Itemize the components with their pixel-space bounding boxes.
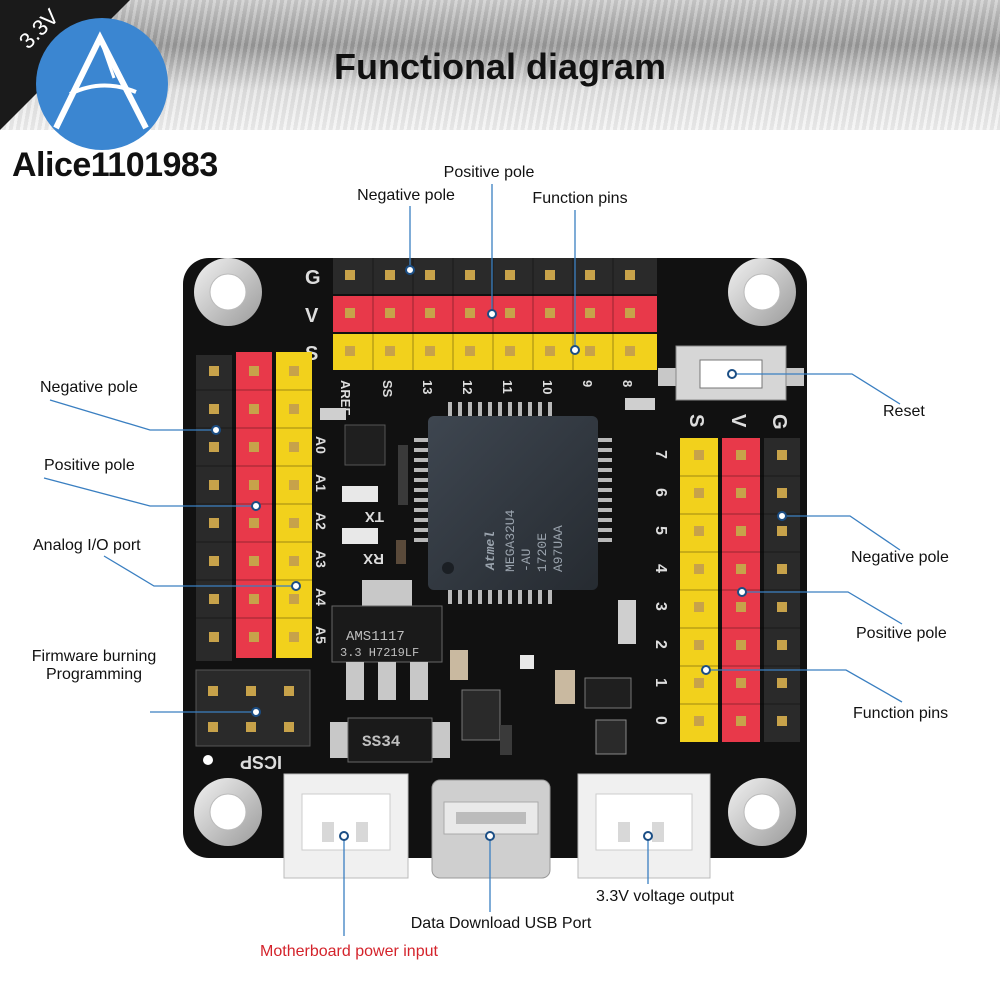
label-bottom-33v: 3.3V voltage output — [596, 888, 734, 905]
label-left-firmware-1: Firmware burning — [31, 648, 157, 665]
right-pin-label: 5 — [652, 526, 669, 535]
top-row-label-v: V — [305, 305, 319, 327]
mounting-holes — [194, 258, 796, 846]
icsp-label: ICSP — [240, 752, 282, 772]
label-top-negative: Negative pole — [357, 187, 455, 204]
left-pin-label: A5 — [313, 626, 329, 644]
label-left-analog: Analog I/O port — [33, 537, 141, 554]
right-header — [680, 438, 800, 742]
label-right-reset: Reset — [883, 403, 925, 420]
right-pin-label: 2 — [652, 640, 669, 649]
top-pin-label: 11 — [500, 380, 515, 394]
label-bottom-power: Motherboard power input — [260, 943, 438, 960]
top-pin-label: AREF — [338, 380, 353, 415]
label-left-positive: Positive pole — [44, 457, 135, 474]
right-pin-label: 7 — [652, 450, 669, 459]
mcu-chip — [414, 402, 612, 604]
power-input-connector — [283, 773, 409, 879]
chip-text: A97UAA — [551, 525, 566, 572]
regulator-text: 3.3 H7219LF — [340, 646, 419, 660]
left-pin-label: A4 — [313, 588, 329, 606]
left-pin-label: A0 — [313, 436, 329, 454]
watermark-text: Alice1101983 — [12, 146, 218, 184]
label-right-positive: Positive pole — [856, 625, 947, 642]
watermark-logo-icon — [36, 18, 168, 150]
diode-text: SS34 — [362, 733, 401, 751]
top-row-label-g: G — [305, 267, 321, 289]
top-pin-label: 8 — [620, 380, 635, 387]
right-col-label-g: G — [768, 414, 790, 430]
right-pin-label: 1 — [652, 678, 669, 687]
annotation-lines — [43, 184, 903, 936]
label-bottom-usb: Data Download USB Port — [410, 915, 592, 932]
right-pin-label: 0 — [652, 716, 669, 725]
tx-label: TX — [365, 508, 384, 525]
header-banner — [0, 0, 1000, 130]
left-pin-label: A2 — [313, 512, 329, 530]
schottky-diode — [330, 717, 450, 763]
right-pin-label: 6 — [652, 488, 669, 497]
regulator-text: AMS1117 — [346, 629, 405, 645]
right-col-label-v: V — [727, 414, 749, 428]
top-pin-label: 13 — [420, 380, 435, 394]
chip-text: 1720E — [535, 533, 550, 572]
page-title: Functional diagram — [333, 46, 667, 87]
right-pin-label: 3 — [652, 602, 669, 611]
right-col-label-s: S — [685, 414, 707, 427]
label-top-positive: Positive pole — [443, 164, 535, 181]
chip-brand: Atmel — [483, 531, 498, 571]
top-pin-label: SS — [380, 380, 395, 398]
label-left-firmware-2: Programming — [45, 666, 143, 683]
chip-text: MEGA32U4 — [503, 509, 518, 572]
label-right-function: Function pins — [853, 705, 949, 722]
left-pin-label: A3 — [313, 550, 329, 568]
rx-label: RX — [363, 550, 384, 567]
output-33v-connector — [577, 773, 711, 879]
voltage-regulator — [331, 580, 443, 700]
label-left-negative: Negative pole — [40, 379, 138, 396]
top-pin-label: 12 — [460, 380, 475, 394]
right-pin-label: 4 — [652, 564, 669, 573]
smd-components — [320, 398, 655, 755]
top-pin-label: 9 — [580, 380, 595, 387]
left-pin-label: A1 — [313, 474, 329, 492]
chip-text: -AU — [519, 549, 534, 572]
label-top-function: Function pins — [532, 190, 628, 207]
label-right-negative: Negative pole — [851, 549, 949, 566]
annotation-dots — [211, 265, 787, 841]
usb-port — [431, 779, 551, 879]
top-pin-label: 10 — [540, 380, 555, 394]
